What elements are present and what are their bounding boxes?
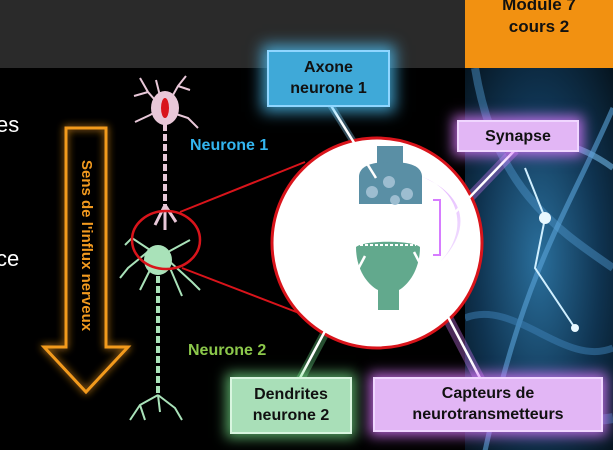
synapse-callout: Synapse: [457, 120, 579, 152]
capteurs-callout: Capteurs de neurotransmetteurs: [373, 377, 603, 432]
bottom-strip: [0, 450, 613, 455]
axone-pointer: [328, 103, 378, 179]
module-line-2: cours 2: [508, 17, 570, 36]
synapse-pointer: [441, 149, 516, 227]
capteurs-pointer: [412, 251, 482, 379]
influx-direction-label: Sens de l'influx nerveux: [78, 160, 95, 332]
module-line-1: Module 7: [502, 0, 576, 14]
dendrites-pointer: [298, 255, 367, 379]
capteurs-line-1: Capteurs de: [441, 385, 535, 402]
neuron-2: [119, 236, 201, 421]
zoom-line-top: [179, 161, 306, 213]
synapse-text: Synapse: [485, 128, 551, 145]
dendrites-line-1: Dendrites: [254, 386, 328, 403]
axone-callout: Axone neurone 1: [267, 50, 390, 107]
axone-line-1: Axone: [304, 59, 353, 76]
module-badge: Module 7 cours 2: [465, 0, 613, 68]
postsynaptic-dendrite: [356, 241, 420, 310]
axone-line-2: neurone 1: [290, 80, 367, 97]
cut-off-text-1: es: [0, 112, 20, 137]
dendrites-line-2: neurone 2: [252, 407, 330, 424]
zoom-line-bottom: [181, 267, 313, 319]
axon-terminal: [359, 146, 422, 205]
dendrites-callout: Dendrites neurone 2: [230, 377, 352, 434]
neuron-2-label: Neurone 2: [188, 342, 267, 359]
neuron-1-label: Neurone 1: [190, 137, 269, 154]
synapse-highlight-circle: [130, 209, 202, 271]
synaptic-cleft-bracket: [433, 199, 441, 256]
neuron-1: [133, 75, 199, 230]
capteurs-line-2: neurotransmetteurs: [412, 406, 564, 423]
cut-off-text-2: ce: [0, 246, 20, 271]
influx-direction-arrow: [40, 126, 132, 395]
